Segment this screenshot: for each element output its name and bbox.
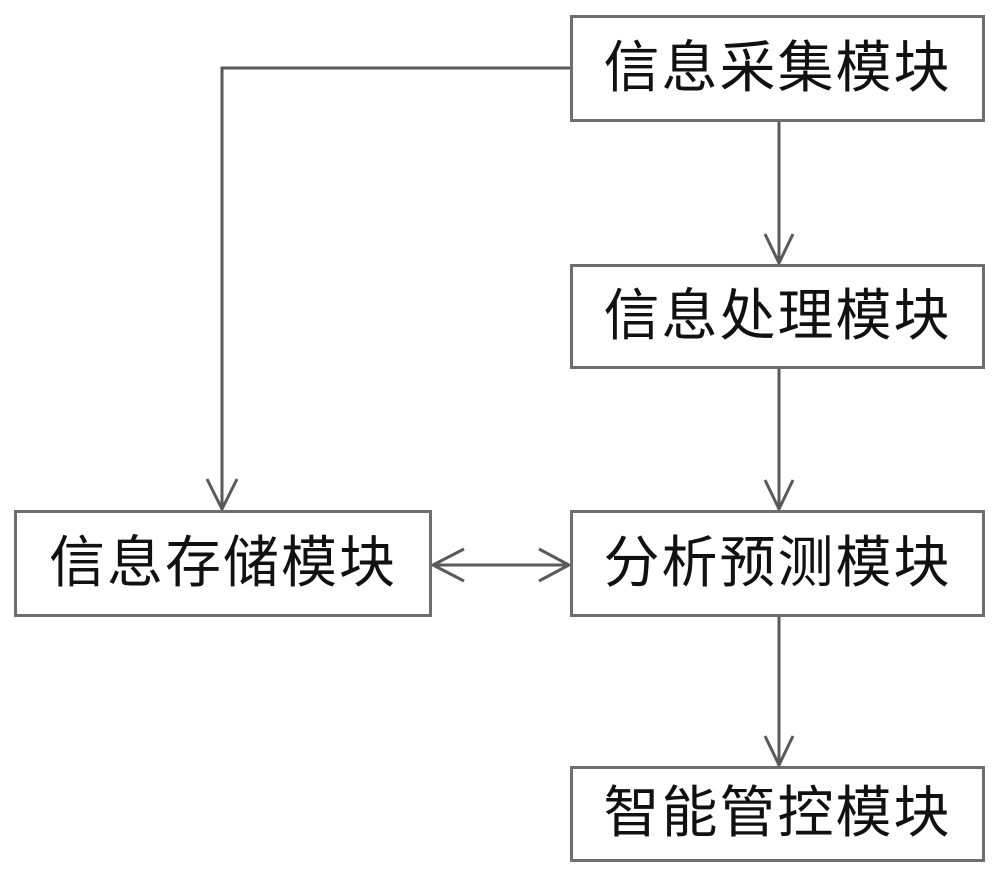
node-label-collection: 信息采集模块 bbox=[603, 35, 952, 101]
node-analysis-prediction-module[interactable]: 分析预测模块 bbox=[570, 510, 985, 617]
node-information-collection-module[interactable]: 信息采集模块 bbox=[570, 15, 985, 122]
node-intelligent-control-module[interactable]: 智能管控模块 bbox=[570, 766, 985, 862]
edge-collection-to-storage-line bbox=[220, 66, 570, 507]
node-information-processing-module[interactable]: 信息处理模块 bbox=[570, 264, 985, 369]
arrowhead-down-into-processing-icon bbox=[763, 233, 795, 267]
edge-collection-to-storage bbox=[205, 66, 570, 513]
edge-collection-to-processing bbox=[763, 122, 795, 267]
edge-processing-to-analysis bbox=[763, 369, 795, 513]
edge-storage-analysis-bidirectional bbox=[429, 547, 573, 583]
arrowhead-down-into-storage-icon bbox=[205, 478, 239, 513]
arrowhead-down-into-analysis-icon bbox=[763, 479, 795, 513]
arrowhead-left-into-storage-icon bbox=[429, 547, 465, 583]
node-label-control: 智能管控模块 bbox=[603, 781, 952, 846]
node-label-processing: 信息处理模块 bbox=[603, 283, 952, 349]
edge-analysis-to-control bbox=[763, 617, 795, 769]
node-label-analysis: 分析预测模块 bbox=[603, 530, 952, 596]
arrowhead-right-into-analysis-icon bbox=[538, 547, 573, 583]
arrowhead-down-into-control-icon bbox=[763, 735, 795, 769]
node-information-storage-module[interactable]: 信息存储模块 bbox=[14, 510, 432, 617]
node-label-storage: 信息存储模块 bbox=[49, 530, 397, 596]
